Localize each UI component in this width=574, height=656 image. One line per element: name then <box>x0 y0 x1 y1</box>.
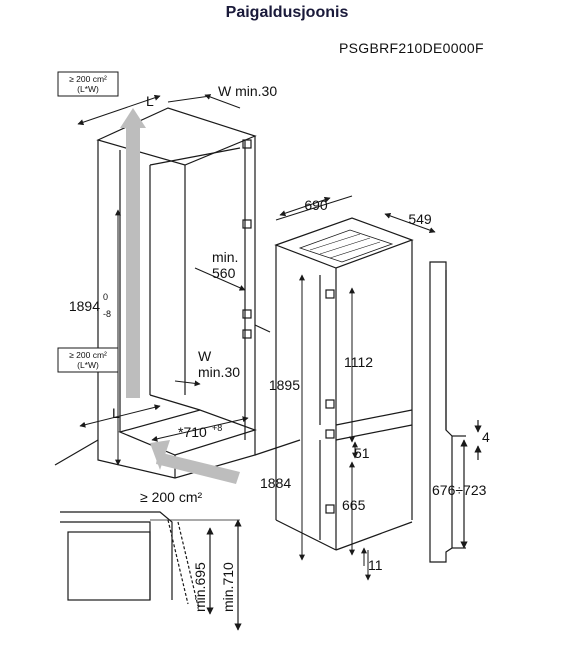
airflow-arrow-in <box>150 440 240 484</box>
label-niche-height-tol-plus: 0 <box>103 292 108 302</box>
label-width-tol: +8 <box>212 423 222 433</box>
label-min710: min.710 <box>220 562 236 612</box>
label-W-bottom: W <box>198 348 212 364</box>
label-side-4: 4 <box>482 429 490 445</box>
label-width-690: 690 <box>304 197 328 213</box>
label-L-top: L <box>146 93 154 109</box>
side-view-drawing <box>429 261 482 563</box>
label-height-1895: 1895 <box>269 377 300 393</box>
vent-top-line1: ≥ 200 cm² <box>69 74 107 84</box>
airflow-arrow-up <box>120 108 146 398</box>
label-W-top: W min.30 <box>218 83 277 99</box>
label-height-1884: 1884 <box>260 475 291 491</box>
label-L-bottom: L <box>112 405 120 421</box>
vent-bottom-line1: ≥ 200 cm² <box>69 350 107 360</box>
label-W-bottom-min30: min.30 <box>198 364 240 380</box>
label-depth-min: min. <box>212 249 238 265</box>
page-title: Paigaldusjoonis <box>225 4 349 21</box>
vent-box-top: ≥ 200 cm² (L*W) <box>57 71 119 97</box>
label-niche-height-tol-minus: -8 <box>103 309 111 319</box>
appliance-dimensions <box>275 195 436 581</box>
vent-top-line2: (L*W) <box>77 84 99 94</box>
label-bottom-11: 11 <box>368 557 383 573</box>
niche-drawing <box>54 107 301 479</box>
label-width-710: *710 <box>178 424 207 440</box>
label-gap-51: 51 <box>354 445 370 461</box>
label-side-range: 676÷723 <box>432 482 487 498</box>
vent-bottom-line2: (L*W) <box>77 360 99 370</box>
label-depth-560: 560 <box>212 265 236 281</box>
model-number: PSGBRF210DE0000F <box>339 40 484 56</box>
label-floor-vent: ≥ 200 cm² <box>140 489 202 505</box>
label-min695: min.695 <box>192 562 208 612</box>
vent-box-bottom: ≥ 200 cm² (L*W) <box>57 347 119 373</box>
niche-dimensions <box>77 94 249 466</box>
detail-drawing <box>60 511 242 631</box>
label-niche-height: 1894 <box>69 298 100 314</box>
label-upper-1112: 1112 <box>344 354 373 370</box>
label-depth-549: 549 <box>408 211 432 227</box>
label-lower-665: 665 <box>342 497 366 513</box>
